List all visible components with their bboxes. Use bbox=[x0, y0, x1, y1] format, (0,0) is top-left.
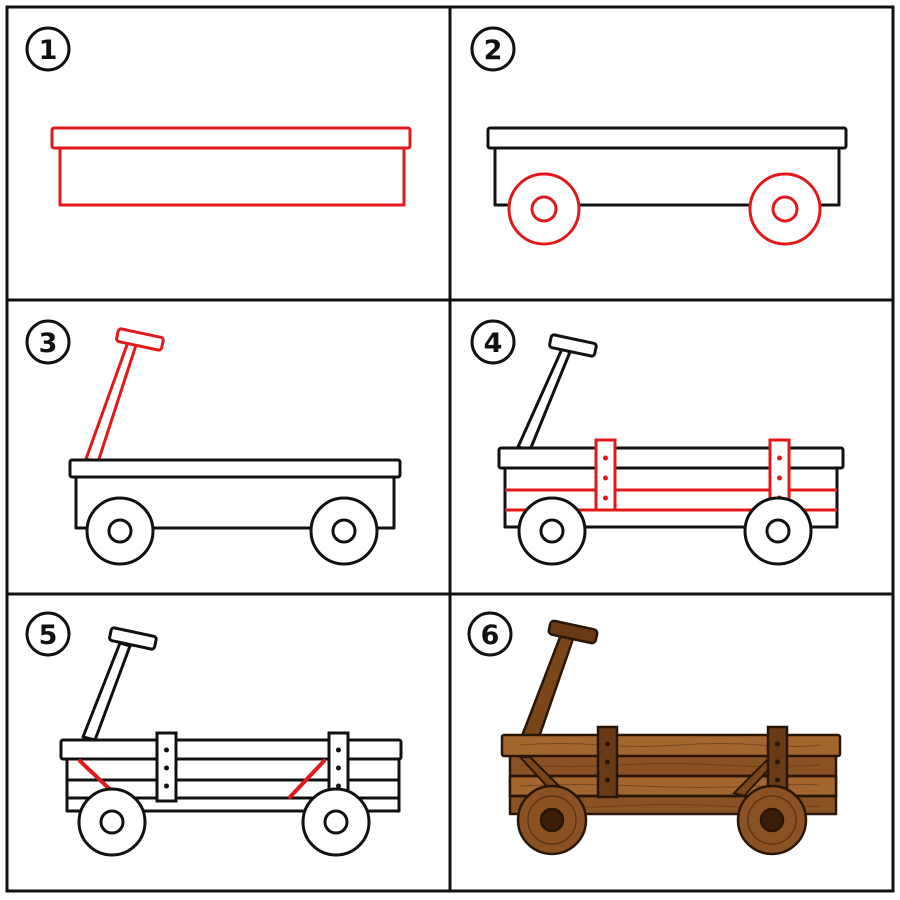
step-2-badge: 2 bbox=[470, 26, 516, 72]
step-1-panel: 1 bbox=[25, 26, 412, 207]
step-6-badge: 6 bbox=[467, 611, 513, 657]
step-1-number: 1 bbox=[39, 35, 58, 66]
wheels bbox=[517, 496, 813, 566]
wheels bbox=[77, 787, 371, 857]
wooden-wheels bbox=[516, 784, 808, 856]
step-6-panel: 6 bbox=[467, 611, 842, 856]
step-2-panel: 2 bbox=[470, 26, 848, 246]
step-6-number: 6 bbox=[481, 620, 500, 651]
wheels-outline bbox=[507, 172, 822, 246]
step-1-badge: 1 bbox=[25, 26, 71, 72]
wooden-handle bbox=[520, 619, 599, 742]
step-5-number: 5 bbox=[39, 620, 58, 651]
step-5-panel: 5 bbox=[25, 611, 403, 857]
step-4-number: 4 bbox=[484, 328, 503, 359]
wheels bbox=[85, 496, 379, 566]
rivets bbox=[164, 747, 341, 789]
step-4-badge: 4 bbox=[470, 319, 516, 365]
step-5-badge: 5 bbox=[25, 611, 71, 657]
wagon-bed-outline bbox=[50, 126, 412, 207]
step-3-panel: 3 bbox=[25, 319, 402, 566]
strap-rivets bbox=[605, 741, 780, 783]
step-4-panel: 4 bbox=[470, 319, 845, 566]
step-2-number: 2 bbox=[484, 35, 503, 66]
step-3-badge: 3 bbox=[25, 319, 71, 365]
step-3-number: 3 bbox=[39, 328, 58, 359]
